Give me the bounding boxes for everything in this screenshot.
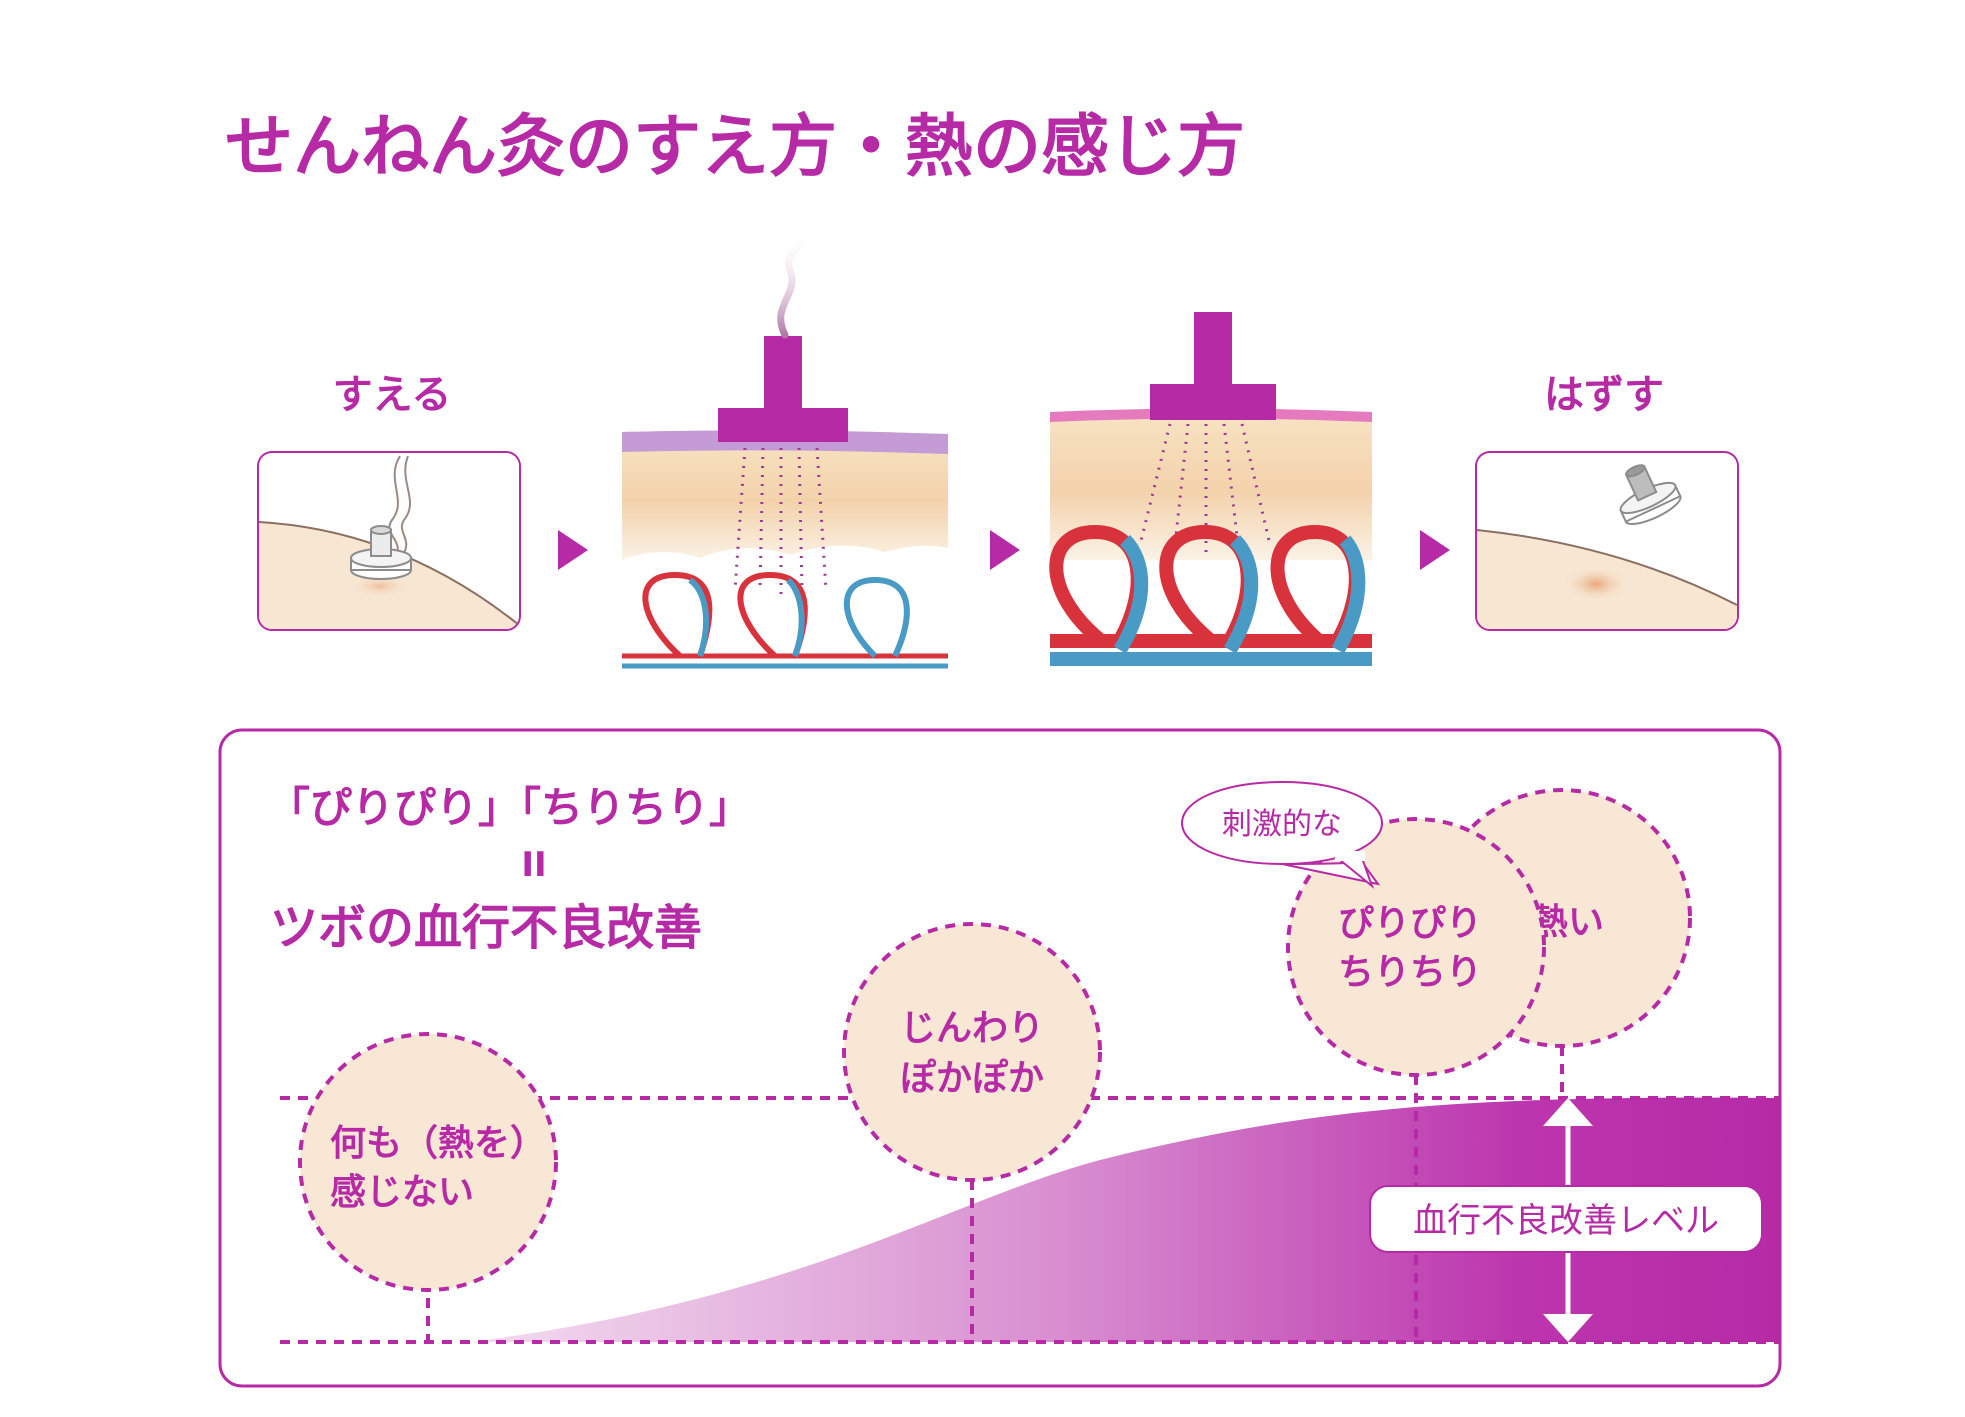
svg-text:感じない: 感じない <box>330 1172 474 1213</box>
svg-text:じんわり: じんわり <box>900 1008 1044 1049</box>
explanation-line-1: 「ぴりぴり」「ちりちり」 <box>268 783 751 832</box>
explanation-line-2: ツボの血行不良改善 <box>270 900 702 956</box>
speech-bubble-text: 刺激的な <box>1222 807 1342 842</box>
panel-remove <box>1475 451 1739 631</box>
level-area <box>470 1097 1780 1342</box>
moxa-removed-icon <box>1619 464 1682 525</box>
speech-bubble: 刺激的な <box>1180 780 1384 890</box>
explanation-equals: II <box>521 845 546 885</box>
svg-text:ぴりぴり: ぴりぴり <box>1338 903 1482 944</box>
panel-place <box>257 451 521 631</box>
skin-mark <box>1562 566 1630 602</box>
svg-text:何も（熱を）: 何も（熱を） <box>330 1123 546 1164</box>
step-label-remove: はずす <box>1544 372 1664 418</box>
step-label-place: すえる <box>333 372 452 418</box>
blood-vessels <box>1049 524 1372 666</box>
arrow-right-icon <box>990 530 1020 570</box>
moxa-cross-section-icon <box>1150 312 1276 420</box>
sensation-circle-tingling: ぴりぴり ちりちり <box>1286 817 1546 1077</box>
sensation-circle-warm: じんわり ぽかぽか <box>842 922 1102 1182</box>
arrow-right-icon <box>558 530 588 570</box>
level-label-pill <box>1369 1185 1763 1253</box>
svg-text:ぽかぽか: ぽかぽか <box>900 1057 1044 1099</box>
svg-text:ちりちり: ちりちり <box>1338 952 1482 993</box>
moxa-stick-icon <box>350 455 412 580</box>
panel-strong-heat <box>1049 312 1372 666</box>
panel-mild-heat <box>622 226 948 669</box>
sensation-circle-none: 何も（熱を） 感じない <box>298 1032 558 1292</box>
arrow-right-icon <box>1420 530 1450 570</box>
blood-vessels <box>622 571 948 669</box>
level-label: 血行不良改善レベル <box>1413 1201 1719 1241</box>
guide-lines <box>280 1046 1780 1344</box>
moxa-cross-section-icon <box>718 226 848 442</box>
page-title: せんねん灸のすえ方・熱の感じ方 <box>225 108 1245 187</box>
